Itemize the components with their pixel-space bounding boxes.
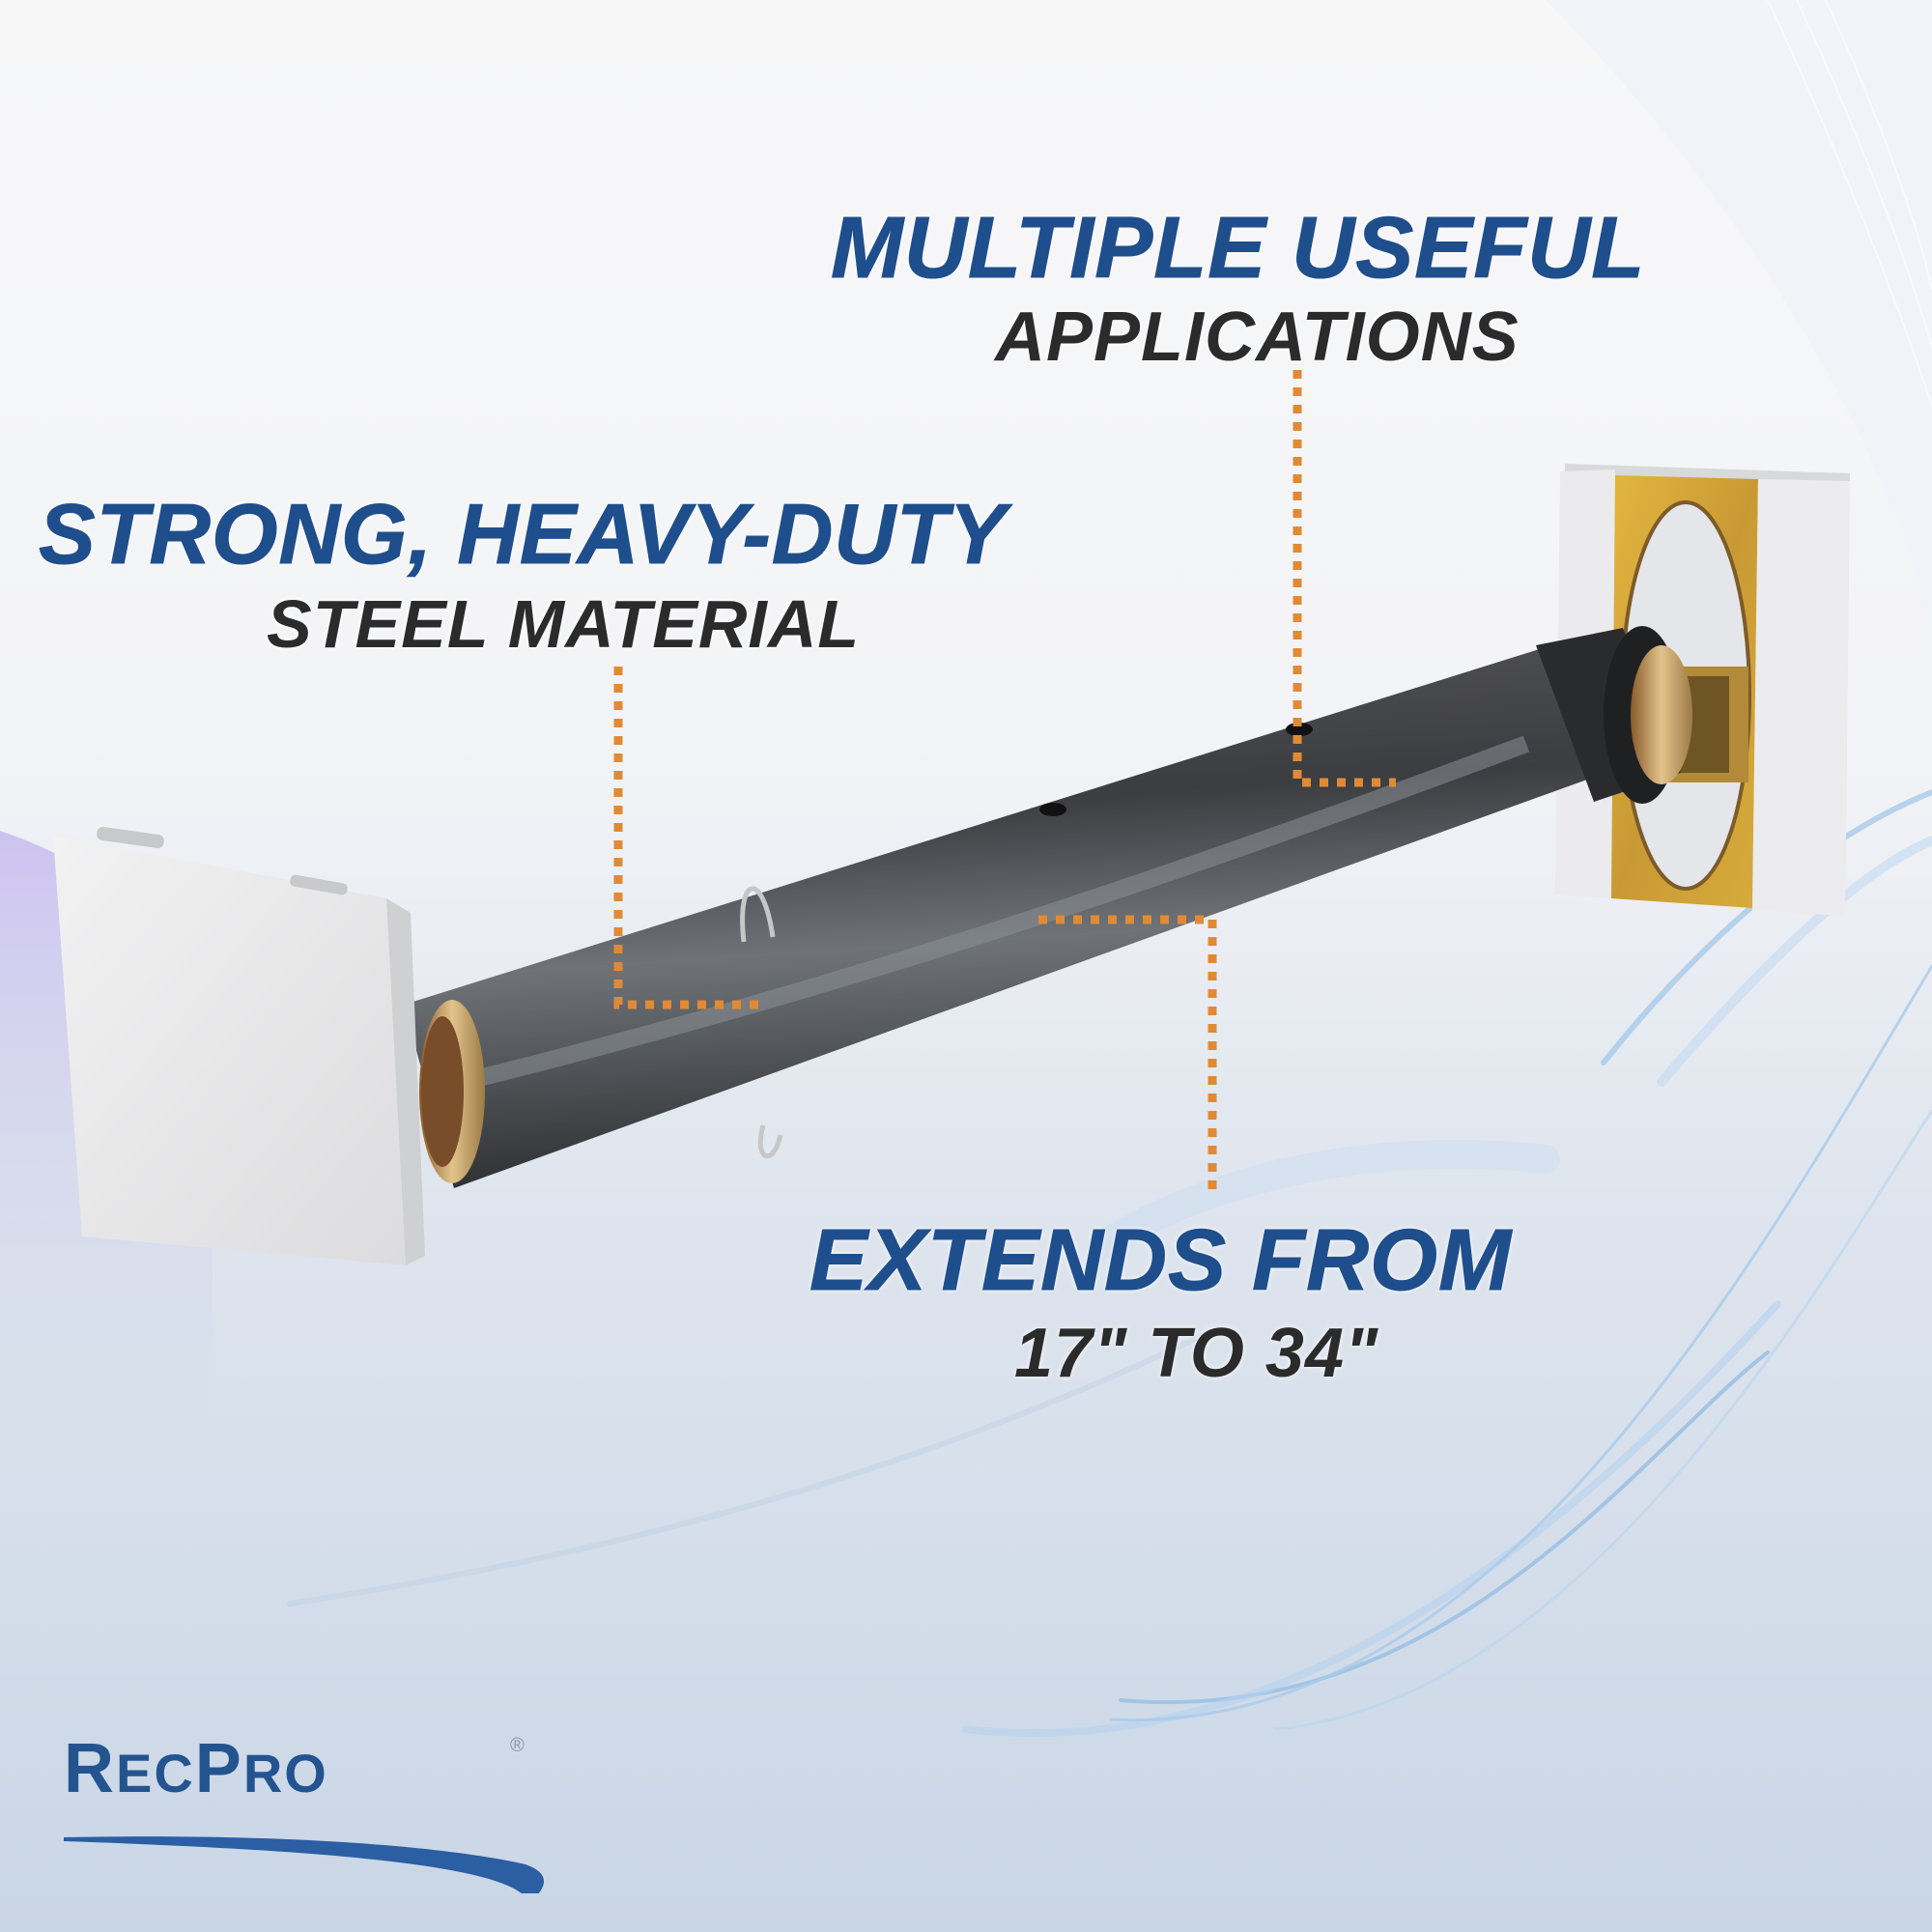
leader-line-material: [613, 667, 758, 1009]
callout-leader-lines: [613, 370, 1396, 1198]
locking-pin: [740, 886, 776, 943]
callout-material-headline: STRONG, HEAVY-DUTY: [38, 486, 1008, 582]
left-end-cap: [53, 826, 425, 1265]
recpro-logo: RECPRO ®: [64, 1729, 566, 1893]
logo-letter-p: P: [194, 1730, 243, 1807]
logo-letters-ro: RO: [242, 1743, 328, 1804]
callout-material-subline: STEEL MATERIAL: [267, 586, 861, 662]
callout-length-subline: 17" TO 34": [1014, 1315, 1379, 1392]
logo-wordmark: RECPRO: [64, 1729, 328, 1808]
logo-swoosh-icon: [64, 1836, 545, 1893]
leader-line-applications: [1293, 370, 1396, 787]
callout-applications-subline: APPLICATIONS: [995, 298, 1520, 376]
logo-letters-ec: EC: [116, 1743, 195, 1804]
registered-mark: ®: [510, 1735, 525, 1756]
logo-letter-r: R: [64, 1730, 116, 1807]
callout-length-headline: EXTENDS FROM: [809, 1212, 1513, 1310]
steel-rod: [404, 626, 1692, 1188]
callout-applications-headline: MULTIPLE USEFUL: [830, 200, 1646, 298]
